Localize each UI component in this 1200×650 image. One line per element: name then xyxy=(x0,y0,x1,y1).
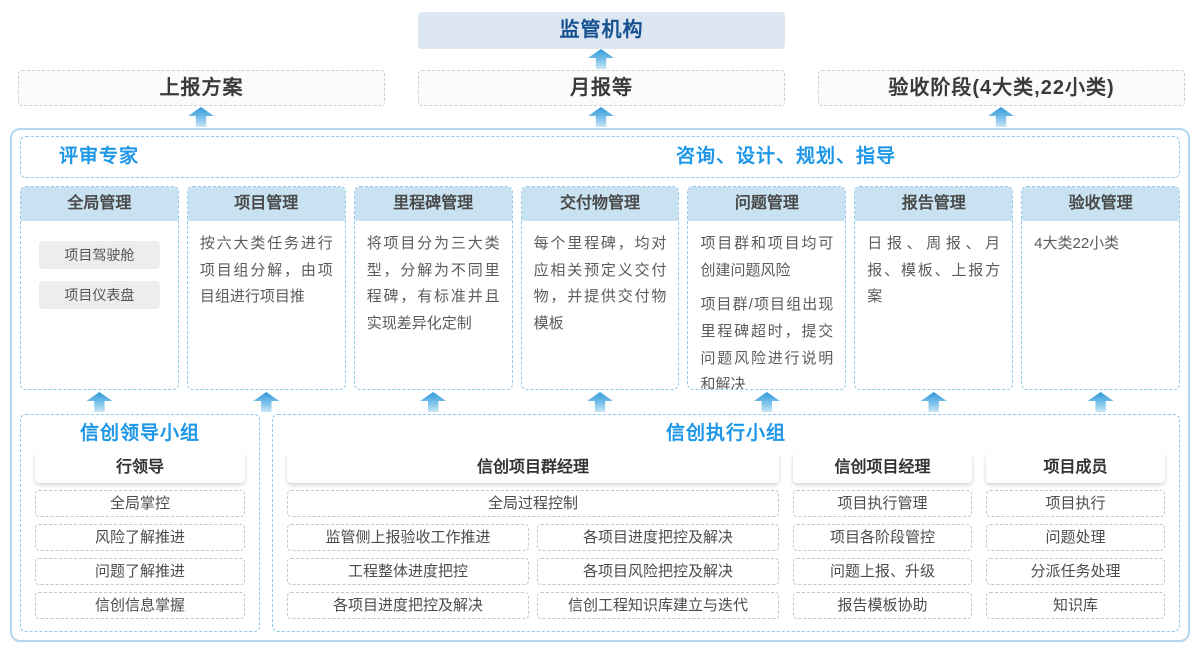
experts-band: 评审专家 咨询、设计、规划、指导 xyxy=(20,136,1180,178)
program-manager-column: 信创项目群经理 全局过程控制 监管侧上报验收工作推进 各项目进度把控及解决 工程… xyxy=(287,453,779,623)
task-item: 问题了解推进 xyxy=(35,558,245,585)
column-paragraph: 项目群/项目组出现里程碑超时，提交问题风险进行说明和解决 xyxy=(700,296,834,390)
task-item: 分派任务处理 xyxy=(986,558,1165,585)
group-title: 信创领导小组 xyxy=(79,423,200,444)
role-header-project-member: 项目成员 xyxy=(986,453,1165,483)
chip-project-cockpit: 项目驾驶舱 xyxy=(39,241,160,269)
column-acceptance-management: 验收管理 4大类22小类 xyxy=(1021,186,1181,390)
column-global-management: 全局管理 项目驾驶舱 项目仪表盘 xyxy=(20,186,179,390)
main-panel: 评审专家 咨询、设计、规划、指导 全局管理 项目驾驶舱 项目仪表盘 项目管理 按… xyxy=(10,128,1190,642)
column-title: 验收管理 xyxy=(1022,187,1180,221)
column-paragraph: 将项目分为三大类型，分解为不同里程碑，有标准并且实现差异化定制 xyxy=(366,235,500,333)
column-body: 按六大类任务进行项目组分解，由项目组进行项目推 xyxy=(188,221,345,319)
role-header-program-manager: 信创项目群经理 xyxy=(287,453,779,483)
role-header-bank-leader: 行领导 xyxy=(35,453,245,483)
up-arrow-icon xyxy=(253,392,280,412)
up-arrow-icon xyxy=(588,107,614,127)
management-columns: 全局管理 项目驾驶舱 项目仪表盘 项目管理 按六大类任务进行项目组分解，由项目组… xyxy=(20,186,1181,390)
task-pair-row: 工程整体进度把控 各项目风险把控及解决 xyxy=(287,551,779,585)
project-member-column: 项目成员 项目执行 问题处理 分派任务处理 知识库 xyxy=(986,453,1165,623)
up-arrow-icon xyxy=(753,392,780,412)
report-plan-box: 上报方案 xyxy=(18,70,385,106)
task-item: 问题上报、升级 xyxy=(793,558,972,585)
task-item: 项目执行管理 xyxy=(793,490,972,517)
consulting-label: 咨询、设计、规划、指导 xyxy=(676,146,897,167)
task-item: 监管侧上报验收工作推进 xyxy=(287,524,529,551)
task-pair-row: 各项目进度把控及解决 信创工程知识库建立与迭代 xyxy=(287,585,779,619)
role-header-project-manager: 信创项目经理 xyxy=(793,453,972,483)
up-arrow-icon xyxy=(920,392,947,412)
task-item: 信创工程知识库建立与迭代 xyxy=(537,592,779,619)
column-title: 里程碑管理 xyxy=(354,187,512,221)
leadership-group: 信创领导小组 行领导 全局掌控 风险了解推进 问题了解推进 信创信息掌握 xyxy=(20,414,260,632)
column-issue-management: 问题管理 项目群和项目均可创建问题风险 项目群/项目组出现里程碑超时，提交问题风… xyxy=(687,186,847,390)
column-paragraph: 每个里程碑，均对应相关预定义交付物，并提供交付物模板 xyxy=(533,235,667,333)
column-paragraph: 4大类22小类 xyxy=(1034,235,1120,252)
column-body: 项目群和项目均可创建问题风险 项目群/项目组出现里程碑超时，提交问题风险进行说明… xyxy=(688,221,845,390)
column-title: 全局管理 xyxy=(21,187,178,221)
up-arrow-icon xyxy=(420,392,447,412)
task-item: 全局掌控 xyxy=(35,490,245,517)
task-item: 报告模板协助 xyxy=(793,592,972,619)
column-paragraph: 日报、周报、月报、模板、上报方案 xyxy=(867,235,1001,306)
task-item: 各项目风险把控及解决 xyxy=(537,558,779,585)
column-project-management: 项目管理 按六大类任务进行项目组分解，由项目组进行项目推 xyxy=(186,186,346,390)
review-experts-label: 评审专家 xyxy=(59,146,140,167)
column-body: 将项目分为三大类型，分解为不同里程碑，有标准并且实现差异化定制 xyxy=(355,221,512,346)
task-item: 工程整体进度把控 xyxy=(287,558,529,585)
regulator-box: 监管机构 xyxy=(418,12,785,49)
up-arrow-icon xyxy=(588,49,614,69)
execution-group: 信创执行小组 信创项目群经理 全局过程控制 监管侧上报验收工作推进 各项目进度把… xyxy=(272,414,1180,632)
task-item: 信创信息掌握 xyxy=(35,592,245,619)
column-title: 交付物管理 xyxy=(521,187,679,221)
task-item: 各项目进度把控及解决 xyxy=(287,592,529,619)
report-acceptance-box: 验收阶段(4大类,22小类) xyxy=(818,70,1185,106)
task-item: 问题处理 xyxy=(986,524,1165,551)
column-title: 项目管理 xyxy=(187,187,345,221)
task-item: 项目执行 xyxy=(986,490,1165,517)
bottom-groups: 信创领导小组 行领导 全局掌控 风险了解推进 问题了解推进 信创信息掌握 信创执… xyxy=(20,414,1180,632)
report-monthly-box: 月报等 xyxy=(418,70,785,106)
column-body: 4大类22小类 xyxy=(1022,221,1179,266)
chip-project-dashboard: 项目仪表盘 xyxy=(39,281,160,309)
task-item: 风险了解推进 xyxy=(35,524,245,551)
project-manager-column: 信创项目经理 项目执行管理 项目各阶段管控 问题上报、升级 报告模板协助 xyxy=(793,453,972,623)
group-title: 信创执行小组 xyxy=(665,423,786,444)
column-body: 每个里程碑，均对应相关预定义交付物，并提供交付物模板 xyxy=(522,221,679,346)
up-arrow-icon xyxy=(188,107,214,127)
task-item: 项目各阶段管控 xyxy=(793,524,972,551)
column-title: 问题管理 xyxy=(688,187,846,221)
task-pair-row: 监管侧上报验收工作推进 各项目进度把控及解决 xyxy=(287,517,779,551)
column-paragraph: 按六大类任务进行项目组分解，由项目组进行项目推 xyxy=(199,235,333,306)
up-arrow-icon xyxy=(1087,392,1114,412)
column-paragraph: 项目群和项目均可创建问题风险 xyxy=(700,235,834,279)
column-report-management: 报告管理 日报、周报、月报、模板、上报方案 xyxy=(854,186,1014,390)
task-item: 知识库 xyxy=(986,592,1165,619)
task-item: 各项目进度把控及解决 xyxy=(537,524,779,551)
up-arrow-icon xyxy=(86,392,113,412)
column-milestone-management: 里程碑管理 将项目分为三大类型，分解为不同里程碑，有标准并且实现差异化定制 xyxy=(353,186,513,390)
task-item: 全局过程控制 xyxy=(287,490,779,517)
arrow-row xyxy=(20,390,1180,414)
column-body: 日报、周报、月报、模板、上报方案 xyxy=(855,221,1012,319)
column-deliverable-management: 交付物管理 每个里程碑，均对应相关预定义交付物，并提供交付物模板 xyxy=(520,186,680,390)
execution-columns: 信创项目群经理 全局过程控制 监管侧上报验收工作推进 各项目进度把控及解决 工程… xyxy=(273,453,1179,623)
column-body: 项目驾驶舱 项目仪表盘 xyxy=(21,221,178,309)
up-arrow-icon xyxy=(587,392,613,412)
column-title: 报告管理 xyxy=(855,187,1013,221)
up-arrow-icon xyxy=(988,107,1014,127)
